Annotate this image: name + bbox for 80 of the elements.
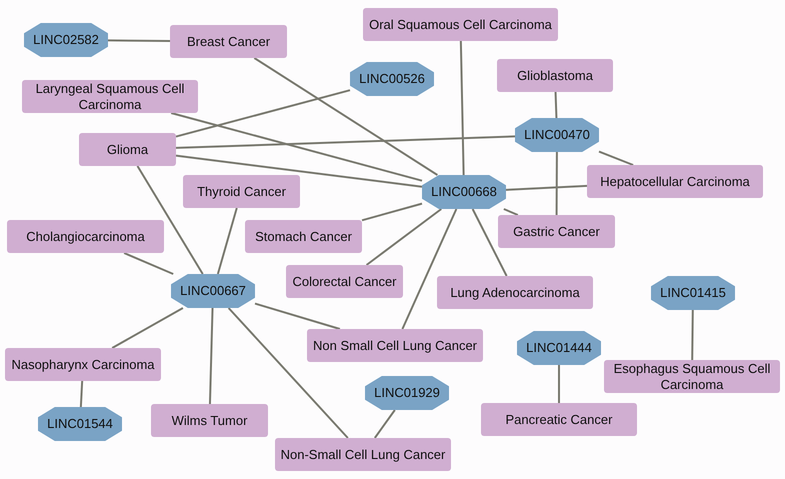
node-label: LINC01929 [374, 385, 440, 401]
disease-box [307, 329, 483, 362]
node-label: Nasopharynx Carcinoma [11, 356, 155, 372]
node-label: Lung Adenocarcinoma [450, 284, 580, 300]
connector-line [506, 184, 588, 191]
connector-line [254, 57, 438, 176]
node-label: Hepatocellular Carcinoma [600, 174, 750, 190]
node-label: LINC00526 [359, 71, 425, 87]
node-label: Breast Cancer [186, 34, 270, 50]
lncrna-octagon [365, 376, 449, 410]
disease-box [363, 8, 558, 41]
node-label: LINC01544 [47, 416, 113, 432]
node-label: Oral Squamous Cell Carcinoma [369, 16, 552, 32]
node-label: LINC00470 [524, 127, 590, 143]
lncrna-octagon [651, 276, 735, 310]
connector-line [374, 409, 396, 439]
disease-box [245, 220, 362, 253]
node-label: Esophagus Squamous Cell Carcinoma [612, 360, 772, 392]
connector-line [472, 208, 508, 276]
connector-line [366, 208, 442, 266]
node-label: Wilms Tumor [172, 412, 248, 428]
node-label: Thyroid Cancer [197, 184, 286, 200]
connector-line [208, 308, 214, 404]
connector-line [362, 202, 422, 222]
connector-line [254, 302, 340, 330]
disease-box [22, 80, 198, 113]
connector-line [556, 152, 558, 215]
disease-box [7, 220, 164, 253]
node-label: Glioblastoma [517, 68, 593, 84]
node-label: Glioma [106, 142, 148, 158]
connector-line [80, 380, 84, 408]
lncrna-octagon [171, 274, 255, 308]
node-label: Gastric Cancer [513, 224, 600, 240]
disease-box [151, 404, 268, 437]
connector-line [691, 310, 694, 360]
node-label: LINC01415 [660, 285, 726, 301]
disease-box [481, 403, 637, 436]
node-label: Stomach Cancer [255, 228, 352, 244]
disease-box [5, 348, 161, 381]
node-label: LINC01444 [526, 340, 592, 356]
connector-line [402, 208, 458, 330]
node-label: Non-Small Cell Lung Cancer [280, 446, 446, 462]
node-label: LINC00667 [180, 283, 246, 299]
node-label: Cholangiocarcinoma [26, 228, 145, 244]
connector-line [176, 89, 350, 138]
connector-line [176, 154, 422, 188]
disease-box [286, 265, 403, 298]
lncrna-octagon [38, 407, 122, 441]
connector-line [460, 40, 465, 176]
node-label: LINC02582 [33, 32, 99, 48]
connector-line [598, 150, 634, 166]
connector-line [558, 365, 560, 403]
lncrna-octagon [517, 331, 601, 365]
disease-box [79, 133, 176, 166]
disease-box [275, 438, 451, 471]
connector-line [216, 208, 238, 274]
node-label: Laryngeal Squamous Cell Carcinoma [34, 80, 186, 112]
node-label: Colorectal Cancer [292, 274, 397, 290]
disease-box [183, 175, 300, 208]
connector-line [554, 92, 558, 118]
node-label: Pancreatic Cancer [506, 412, 612, 428]
connector-line [136, 165, 204, 275]
node-label: Non Small Cell Lung Cancer [312, 338, 478, 354]
connector-line [112, 307, 184, 349]
disease-box [587, 165, 763, 198]
connector-line [170, 112, 422, 182]
disease-box [498, 215, 615, 248]
connector-line [124, 252, 174, 275]
connector-line [228, 307, 349, 439]
lncrna-octagon [350, 62, 434, 96]
lncrna-octagon [24, 23, 108, 57]
lncrna-octagon [422, 175, 506, 209]
disease-box [437, 276, 593, 309]
connector-line [108, 39, 170, 42]
lncrna-octagon [515, 118, 599, 152]
connector-line [503, 208, 518, 216]
disease-box [170, 25, 287, 58]
disease-box [497, 59, 613, 92]
connector-line [176, 135, 516, 149]
node-label: LINC00668 [431, 184, 497, 200]
